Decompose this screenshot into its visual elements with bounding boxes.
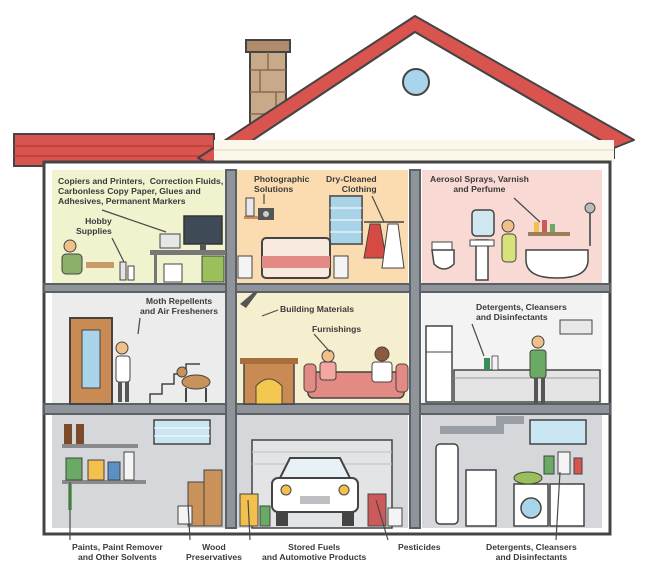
label-furnishings: Furnishings [312, 324, 362, 334]
label-building: Building Materials [280, 304, 355, 314]
leader-lines [69, 194, 561, 541]
label-pesticides: Pesticides [398, 542, 441, 552]
office-scene [61, 215, 226, 283]
label-detergents-basement: Detergents, Cleansers and Disinfectants [486, 542, 577, 562]
label-detergents-kitchen: Detergents, Cleansers and Disinfectants [476, 302, 567, 322]
label-wood: Wood Preservatives [186, 542, 242, 562]
kitchen-scene [425, 319, 601, 404]
label-copiers: Copiers and Printers, Correction Fluids,… [58, 176, 224, 206]
label-paints: Paints, Paint Remover and Other Solvents [72, 542, 163, 562]
label-dry-cleaned: Dry-Cleaned Clothing [326, 174, 377, 194]
structure-lines [43, 169, 611, 529]
hallway-scene [69, 317, 211, 405]
label-moth: Moth Repellents and Air Fresheners [140, 296, 219, 316]
label-fuels: Stored Fuels and Automotive Products [262, 542, 367, 562]
bedroom-scene [237, 195, 405, 279]
garage-scene [239, 439, 403, 529]
basement-right-scene [435, 416, 587, 527]
label-aerosol: Aerosol Sprays, Varnish and Perfume [430, 174, 529, 194]
living-scene [240, 292, 409, 405]
bathroom-scene [431, 202, 596, 281]
label-hobby-supplies: Hobby Supplies [76, 216, 112, 236]
label-photographic: Photographic Solutions [254, 174, 310, 194]
